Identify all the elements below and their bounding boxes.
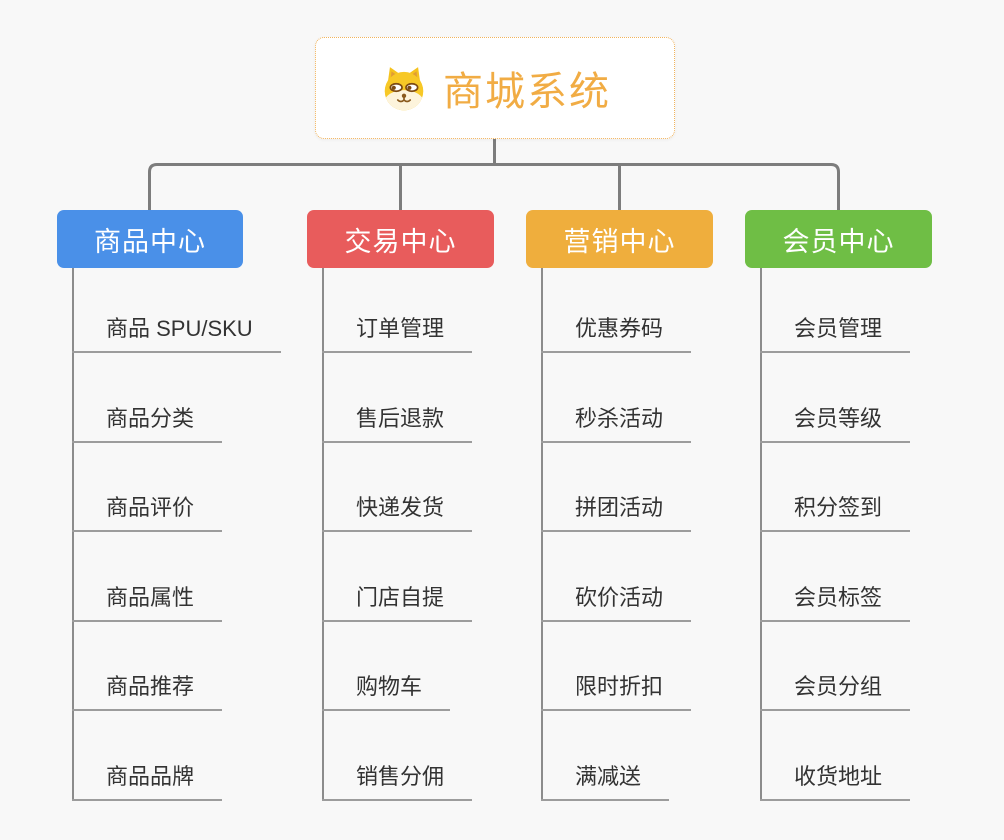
leaf-node[interactable]: 收货地址 <box>760 763 911 801</box>
root-title: 商城系统 <box>443 70 611 114</box>
leaf-node[interactable]: 商品品牌 <box>72 763 223 801</box>
leaf-node[interactable]: 会员等级 <box>760 405 911 443</box>
leaf-node[interactable]: 销售分佣 <box>322 763 473 801</box>
branch-trunk-line <box>760 268 762 801</box>
branch-trunk-line <box>322 268 324 801</box>
branch-trunk-line <box>541 268 543 801</box>
leaf-node[interactable]: 满减送 <box>541 763 670 801</box>
branch-node-marketing-center[interactable]: 营销中心 <box>526 210 713 268</box>
leaf-node[interactable]: 订单管理 <box>322 315 473 353</box>
branch-label: 会员中心 <box>782 226 895 257</box>
leaf-node[interactable]: 限时折扣 <box>541 673 692 711</box>
leaf-node[interactable]: 快递发货 <box>322 494 473 532</box>
leaf-node[interactable]: 拼团活动 <box>541 494 692 532</box>
root-connector-lines <box>148 139 840 210</box>
leaf-node[interactable]: 积分签到 <box>760 494 911 532</box>
leaf-node[interactable]: 秒杀活动 <box>541 405 692 443</box>
branch-node-trade-center[interactable]: 交易中心 <box>307 210 494 268</box>
branch-label: 营销中心 <box>563 226 676 257</box>
branch-trunk-line <box>72 268 74 801</box>
leaf-node[interactable]: 会员标签 <box>760 584 911 622</box>
leaf-node[interactable]: 会员分组 <box>760 673 911 711</box>
leaf-node[interactable]: 会员管理 <box>760 315 911 353</box>
branch-label: 交易中心 <box>344 226 457 257</box>
branch-node-member-center[interactable]: 会员中心 <box>745 210 932 268</box>
leaf-node[interactable]: 售后退款 <box>322 405 473 443</box>
root-node[interactable]: 商城系统 <box>315 37 675 139</box>
shiba-dog-icon <box>384 67 424 111</box>
leaf-node[interactable]: 商品评价 <box>72 494 223 532</box>
leaf-node[interactable]: 商品推荐 <box>72 673 223 711</box>
leaf-node[interactable]: 购物车 <box>322 673 451 711</box>
leaf-node[interactable]: 商品 SPU/SKU <box>72 315 281 353</box>
leaf-node[interactable]: 商品属性 <box>72 584 223 622</box>
leaf-node[interactable]: 优惠券码 <box>541 315 692 353</box>
leaf-node[interactable]: 商品分类 <box>72 405 223 443</box>
branch-node-product-center[interactable]: 商品中心 <box>57 210 243 268</box>
branch-label: 商品中心 <box>94 226 206 257</box>
leaf-node[interactable]: 砍价活动 <box>541 584 692 622</box>
leaf-node[interactable]: 门店自提 <box>322 584 473 622</box>
